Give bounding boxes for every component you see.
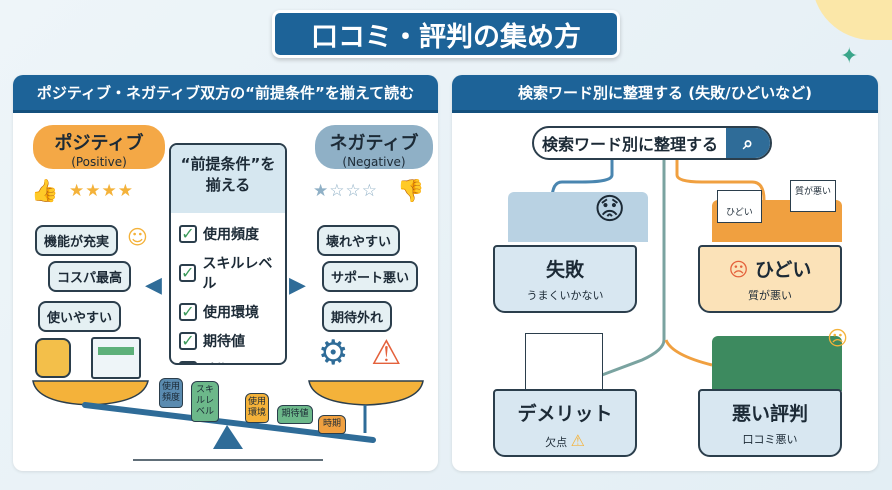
- weight-block: スキルレベル: [191, 381, 219, 422]
- weight-block: 使用環境: [245, 393, 269, 423]
- search-icon[interactable]: ⌕: [726, 128, 770, 158]
- sad-face-icon: ☹: [827, 326, 848, 350]
- folder-failure[interactable]: 失敗うまくいかない: [493, 245, 637, 313]
- negative-comment: 壊れやすい: [317, 225, 401, 256]
- browser-window-icon: [91, 337, 141, 379]
- folder-demerit[interactable]: デメリット欠点 ⚠: [493, 389, 637, 457]
- positive-comment: 機能が充実: [35, 225, 119, 256]
- search-text: 検索ワード別に整理する: [541, 135, 718, 154]
- warning-icon: ⚠: [570, 431, 585, 450]
- checkbox-icon: ✓: [179, 303, 197, 321]
- checkbox-icon: ✓: [179, 332, 197, 350]
- condition-item: ✓使用環境: [179, 302, 277, 322]
- conditions-title: “前提条件”を揃える: [171, 145, 285, 213]
- failure-illustration: 😟: [508, 192, 648, 242]
- weight-block: 時期: [318, 415, 346, 434]
- complaint-papers: ひどい 質が悪い: [712, 180, 842, 242]
- negative-label: ネガティブ(Negative): [315, 125, 433, 169]
- thumbs-up-icon: 👍: [31, 179, 59, 204]
- sad-person-icon: 😟: [594, 192, 626, 227]
- arrow-right-icon: ▶: [289, 273, 306, 298]
- positive-comment: 使いやすい: [38, 301, 122, 332]
- folder-terrible[interactable]: ☹ ひどい質が悪い: [698, 245, 842, 313]
- coins-icon: [35, 338, 71, 378]
- warning-icon: ⚠: [371, 333, 402, 373]
- weight-block: 期待値: [277, 405, 313, 424]
- arrow-left-icon: ◀: [145, 273, 162, 298]
- condition-item: ✓スキルレベル: [179, 256, 273, 292]
- positive-comment: コスパ最高: [48, 261, 132, 292]
- panel-header: ポジティブ・ネガティブ双方の“前提条件”を揃えて読む: [13, 75, 438, 113]
- checkbox-icon: ✓: [179, 263, 197, 282]
- bad-review-bubbles: ☹: [712, 326, 848, 391]
- smile-icon: ☺: [127, 225, 148, 249]
- page-title: 口コミ・評判の集め方: [272, 10, 620, 58]
- angry-face-icon: ☹: [728, 259, 749, 281]
- weight-block: 使用頻度: [159, 378, 183, 408]
- search-bar[interactable]: 検索ワード別に整理する ⌕: [532, 126, 772, 160]
- folder-bad-reputation[interactable]: 悪い評判口コミ悪い: [698, 389, 842, 457]
- broken-gear-icon: ⚙: [318, 333, 349, 373]
- negative-stars: ★☆☆☆: [313, 181, 378, 201]
- negative-comment: サポート悪い: [322, 261, 419, 292]
- checkbox-icon: ✓: [179, 361, 197, 363]
- document-icon: [525, 333, 603, 393]
- checkbox-icon: ✓: [179, 225, 197, 243]
- sun-decoration: [812, 0, 892, 40]
- panel-header: 検索ワード別に整理する (失敗/ひどいなど): [452, 75, 878, 113]
- condition-item: ✓期待値: [179, 331, 277, 351]
- negative-comment: 期待外れ: [322, 301, 393, 332]
- branch-arrows: [550, 160, 766, 377]
- balance-scale: [32, 380, 424, 461]
- positive-negative-panel: ポジティブ・ネガティブ双方の“前提条件”を揃えて読む ポジティブ(Positiv…: [13, 75, 438, 471]
- condition-item: ✓時期: [179, 360, 277, 363]
- condition-item: ✓使用頻度: [179, 224, 277, 244]
- thumbs-down-icon: 👎: [397, 179, 425, 204]
- conditions-card: “前提条件”を揃える ✓使用頻度 ✓スキルレベル ✓使用環境 ✓期待値 ✓時期: [169, 143, 287, 365]
- positive-stars: ★★★★: [69, 181, 134, 201]
- sparkle-icon: ✦: [840, 44, 859, 69]
- positive-label: ポジティブ(Positive): [33, 125, 165, 169]
